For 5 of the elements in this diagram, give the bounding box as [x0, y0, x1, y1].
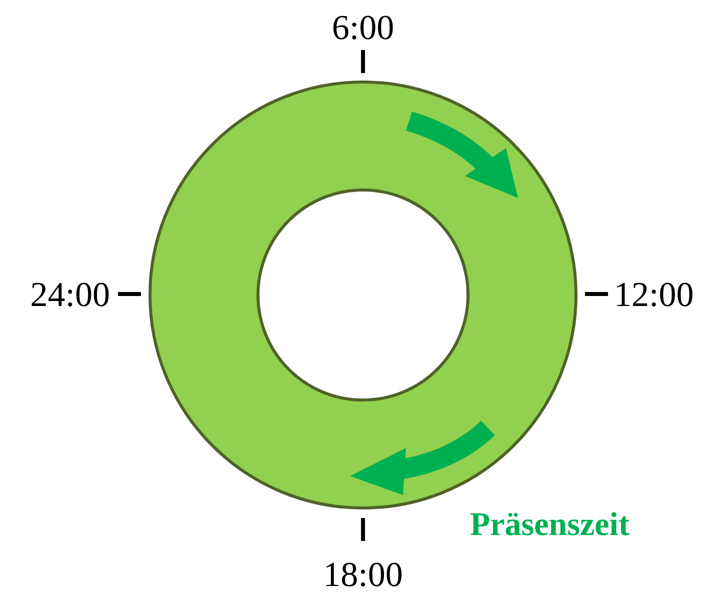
note-label: Präsenszeit: [470, 506, 630, 545]
time-label: 18:00: [323, 555, 403, 592]
time-label: 12:00: [614, 275, 694, 315]
time-label: 6:00: [332, 8, 394, 48]
time-label: 24:00: [30, 275, 110, 315]
